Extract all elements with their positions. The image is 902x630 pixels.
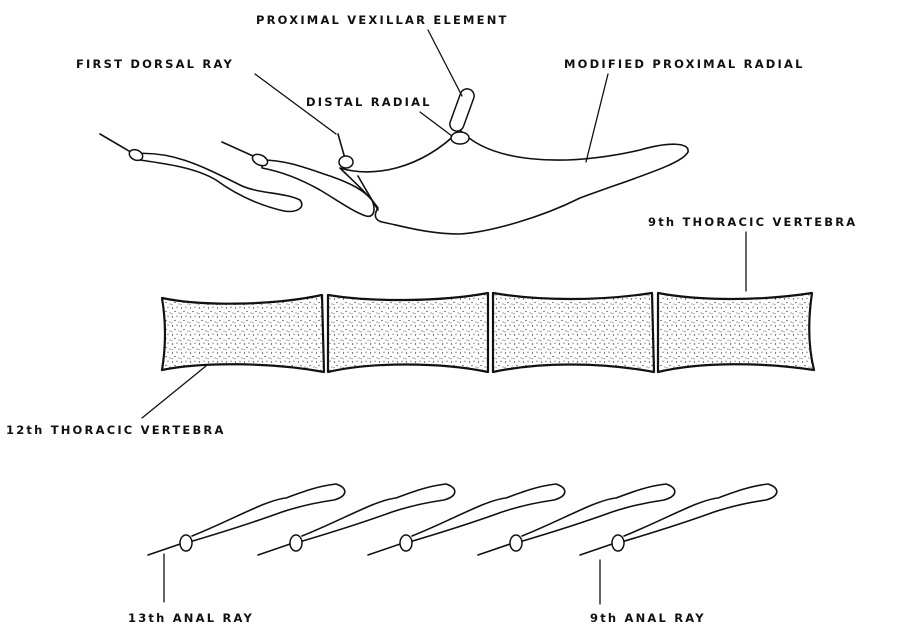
posterior-radial-2 [262, 160, 374, 216]
label-modified-proximal-radial: MODIFIED PROXIMAL RADIAL [564, 57, 805, 71]
anal-radial-13 [148, 484, 345, 555]
vertebra-11th [328, 293, 488, 372]
anal-radial-12 [258, 484, 455, 555]
distal-radial-nodule [339, 156, 353, 168]
modified-proximal-radial [340, 130, 688, 234]
anal-radial-9 [580, 484, 777, 555]
label-first-dorsal-ray: FIRST DORSAL RAY [76, 57, 234, 71]
label-12th-thoracic-vertebra: 12th THORACIC VERTEBRA [6, 423, 226, 437]
label-9th-thoracic-vertebra: 9th THORACIC VERTEBRA [648, 215, 857, 229]
leader-modified-proximal-radial [586, 74, 608, 162]
thoracic-vertebrae [162, 293, 814, 372]
label-distal-radial: DISTAL RADIAL [306, 95, 432, 109]
leader-12th-thoracic [142, 366, 206, 418]
vertebra-12th [162, 295, 324, 372]
vertebra-10th [493, 293, 654, 372]
leader-distal-radial [420, 112, 452, 136]
anal-radial-10 [478, 484, 675, 555]
radial-inner-ridge [358, 176, 378, 210]
anal-radial-11 [368, 484, 565, 555]
fin-ray-stub-1 [100, 134, 134, 154]
label-proximal-vexillar-element: PROXIMAL VEXILLAR ELEMENT [256, 13, 509, 27]
ray-nodule-2 [251, 152, 270, 168]
posterior-radial-1 [132, 153, 302, 211]
label-13th-anal-ray: 13th ANAL RAY [128, 611, 254, 625]
vertebra-9th [658, 293, 814, 372]
label-9th-anal-ray: 9th ANAL RAY [590, 611, 706, 625]
leader-proximal-vexillar [428, 30, 462, 96]
proximal-vexillar-element [448, 87, 476, 133]
anal-fin-group [148, 484, 777, 555]
vexillar-base [451, 132, 469, 144]
